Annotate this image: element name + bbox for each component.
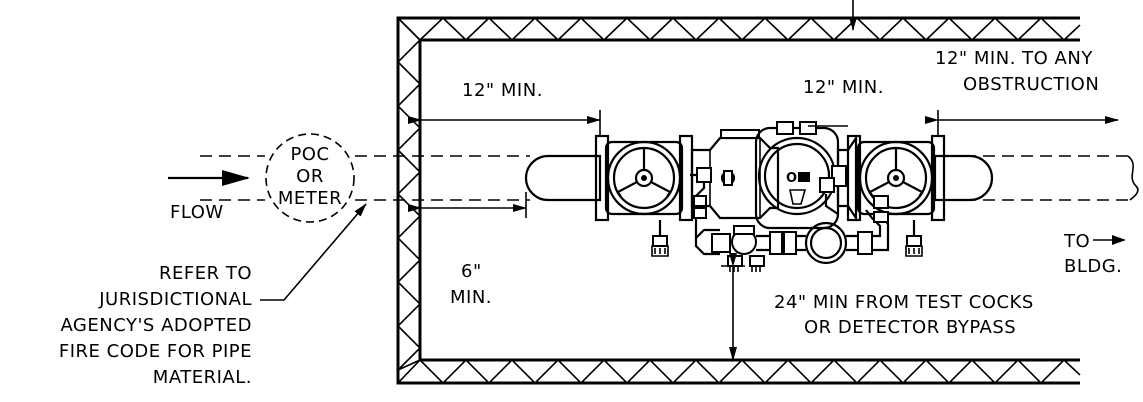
dim-6-min-label: MIN. — [450, 287, 492, 308]
dimension-6-min: 6" MIN. — [408, 192, 527, 308]
detector-bypass — [694, 195, 890, 272]
backflow-assembly: O — [524, 121, 994, 272]
obstruction-line1: 12" MIN. TO ANY — [935, 48, 1093, 69]
obstruction-line2: OBSTRUCTION — [963, 74, 1099, 95]
left-wall-hatch — [396, 17, 422, 371]
dim-6-label: 6" — [461, 261, 482, 282]
refer-line5: MATERIAL. — [153, 367, 252, 388]
to-building-indicator: TO BLDG. — [1063, 231, 1126, 277]
refer-line4: FIRE CODE FOR PIPE — [59, 341, 252, 362]
top-wall-hatch — [419, 16, 1081, 42]
or-label: OR — [296, 166, 324, 187]
relief-valve-plate: O — [786, 171, 798, 186]
refer-line2: JURISDICTIONAL — [98, 289, 252, 310]
test-cocks-line2: OR DETECTOR BYPASS — [804, 317, 1016, 338]
left-shutoff-valve-handwheel — [606, 140, 682, 216]
refer-line1: REFER TO — [159, 263, 252, 284]
relief-valve-cover: O — [754, 121, 840, 230]
dimension-obstruction: 12" MIN. TO ANY OBSTRUCTION — [925, 48, 1119, 136]
bottom-wall-hatch — [419, 358, 1081, 385]
inlet-pipe — [524, 154, 602, 202]
dim-12-min-center-label: 12" MIN. — [803, 77, 884, 98]
left-test-cock — [651, 220, 669, 257]
flow-indicator: FLOW — [168, 170, 250, 223]
flow-label: FLOW — [170, 202, 224, 223]
dimension-24-min: 24" MIN FROM TEST COCKS OR DETECTOR BYPA… — [721, 253, 1034, 361]
dimension-12-min-center: 12" MIN. — [803, 77, 884, 127]
to-label: TO — [1063, 231, 1090, 252]
refer-line3: AGENCY'S ADOPTED — [60, 315, 252, 336]
test-cocks-line1: 24" MIN FROM TEST COCKS — [774, 292, 1034, 313]
dimension-12-min-left: 12" MIN. — [408, 80, 601, 136]
right-shutoff-valve-handwheel — [858, 140, 934, 216]
outlet-pipe — [933, 154, 994, 202]
pipe-material-note: REFER TO JURISDICTIONAL AGENCY'S ADOPTED… — [59, 203, 367, 388]
meter-label: METER — [278, 188, 342, 209]
bldg-label: BLDG. — [1064, 256, 1122, 277]
dim-12-min-left-label: 12" MIN. — [462, 80, 543, 101]
right-test-cock — [905, 220, 923, 257]
poc-label: POC — [290, 144, 329, 165]
poc-meter-symbol: POC OR METER — [265, 133, 355, 223]
